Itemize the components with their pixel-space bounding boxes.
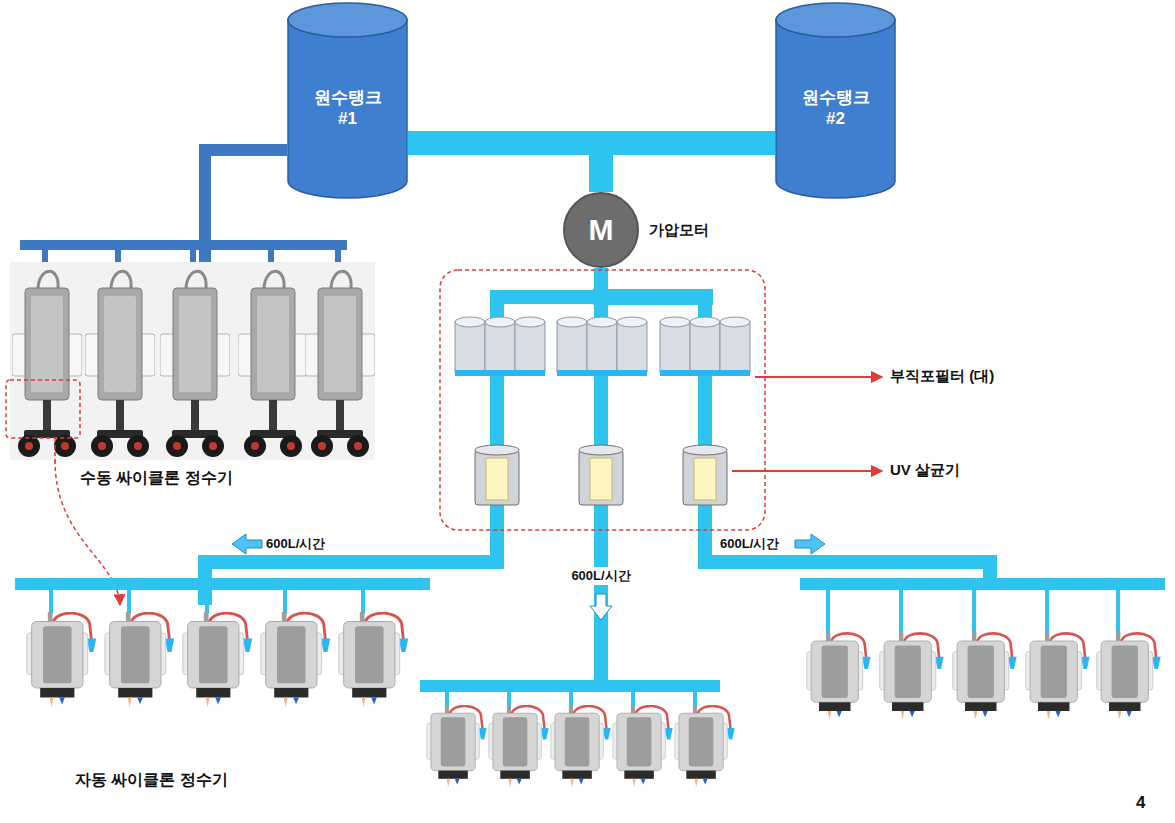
treatment-region (440, 270, 765, 530)
uv-sterilizers (475, 445, 727, 505)
water-pipe (205, 268, 601, 605)
flow-rate: 600L/시간 (720, 536, 779, 552)
nonwoven-filters (455, 317, 750, 376)
flow-arrows (232, 534, 825, 620)
purifier-group: 자동 싸이클론 정수기 (15, 605, 425, 715)
purifier-group: 수동 싸이클론 정수기 (10, 262, 375, 460)
group-label: 자동 싸이클론 정수기 (75, 770, 228, 791)
storage-tank: 원수탱크 #1 (287, 2, 408, 200)
motor-label: 가압모터 (649, 221, 709, 240)
manual-purifier-units (6, 262, 375, 462)
callout-label: 부직포필터 (대) (890, 367, 994, 385)
flow-rate: 600L/시간 (568, 567, 633, 585)
callout-label: UV 살균기 (890, 461, 960, 479)
page-number: 4 (1136, 793, 1145, 813)
water-pipe (601, 143, 775, 192)
callout-arrows (732, 377, 882, 471)
auto-purifier-units (27, 612, 1161, 787)
storage-tank: 원수탱크 #2 (775, 2, 896, 200)
motor-symbol: M (589, 215, 614, 245)
distribution-pipes (593, 297, 990, 682)
tank-label: 원수탱크 #1 (306, 87, 390, 130)
water-pipe (408, 143, 601, 192)
flow-rate: 600L/시간 (266, 536, 325, 552)
pump-motor: M가압모터 (563, 192, 639, 268)
group-label: 수동 싸이클론 정수기 (80, 468, 233, 489)
tank-label: 원수탱크 #2 (794, 87, 878, 130)
